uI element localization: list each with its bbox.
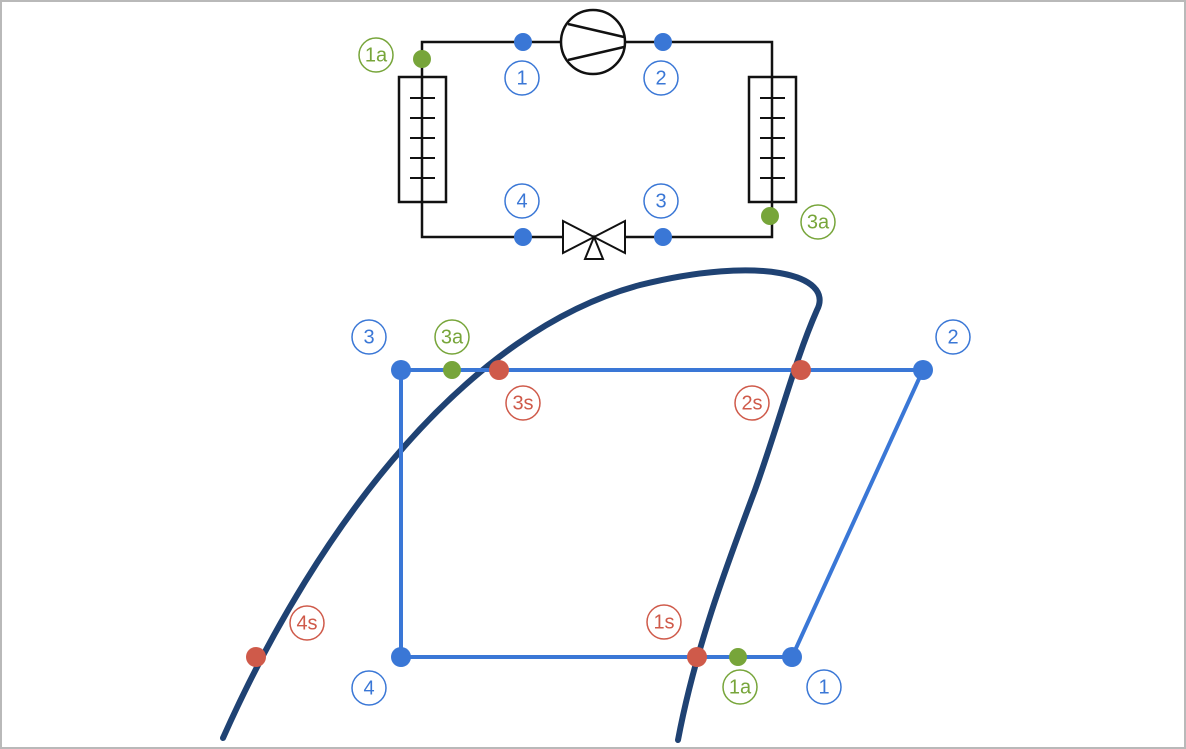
svg-text:4s: 4s — [296, 612, 317, 634]
svg-text:2: 2 — [655, 67, 666, 89]
svg-text:2s: 2s — [741, 392, 762, 414]
circuit-point-3a-dot — [761, 207, 779, 225]
condenser-heat-exchanger — [747, 75, 798, 204]
evaporator-heat-exchanger — [397, 75, 448, 204]
ph-label-1: 1 — [806, 669, 842, 705]
circuit-label-1: 1 — [504, 60, 540, 96]
ph-label-4: 4 — [351, 670, 387, 706]
svg-text:1a: 1a — [729, 676, 752, 698]
circuit-label-1a: 1a — [358, 37, 394, 73]
ph-point-3a-dot — [443, 361, 461, 379]
ph-point-3s-dot — [489, 360, 509, 380]
svg-text:1a: 1a — [365, 44, 388, 66]
circuit-point-1a-dot — [413, 50, 431, 68]
svg-text:3a: 3a — [441, 326, 464, 348]
ph-point-2-dot — [913, 360, 933, 380]
svg-text:1: 1 — [818, 676, 829, 698]
ph-point-1-dot — [782, 647, 802, 667]
ph-point-3-dot — [391, 360, 411, 380]
cycle-path — [399, 368, 925, 659]
expansion-valve-symbol — [562, 219, 626, 260]
svg-text:3: 3 — [363, 326, 374, 348]
ph-point-4s-dot — [246, 647, 266, 667]
circuit-schematic: 1 2 3 4 1a 3a — [358, 8, 836, 260]
svg-text:4: 4 — [516, 190, 527, 212]
ph-point-2s-dot — [791, 360, 811, 380]
circuit-label-3a: 3a — [800, 204, 836, 240]
svg-text:4: 4 — [363, 677, 374, 699]
svg-text:3: 3 — [655, 190, 666, 212]
compressor-symbol — [559, 8, 627, 76]
ph-diagram: 1 2 3 4 1s 2s 3s 4s — [220, 267, 971, 743]
ph-point-1s-dot — [687, 647, 707, 667]
ph-label-3: 3 — [351, 319, 387, 355]
circuit-point-2-dot — [654, 33, 672, 51]
ph-label-1a: 1a — [722, 669, 758, 705]
ph-label-2s: 2s — [734, 385, 770, 421]
ph-label-3s: 3s — [505, 385, 541, 421]
svg-text:1: 1 — [516, 67, 527, 89]
ph-label-1s: 1s — [646, 604, 682, 640]
circuit-label-3: 3 — [643, 183, 679, 219]
ph-label-3a: 3a — [434, 319, 470, 355]
saturation-dome-curve — [220, 267, 823, 743]
svg-text:3a: 3a — [807, 211, 830, 233]
ph-point-4-dot — [391, 647, 411, 667]
svg-text:2: 2 — [947, 326, 958, 348]
ph-label-2: 2 — [935, 319, 971, 355]
circuit-point-3-dot — [654, 228, 672, 246]
ph-label-4s: 4s — [289, 605, 325, 641]
circuit-label-4: 4 — [504, 183, 540, 219]
svg-text:1s: 1s — [653, 611, 674, 633]
ph-point-1a-dot — [729, 648, 747, 666]
circuit-label-2: 2 — [643, 60, 679, 96]
svg-text:3s: 3s — [512, 392, 533, 414]
circuit-point-1-dot — [514, 33, 532, 51]
circuit-point-4-dot — [514, 228, 532, 246]
